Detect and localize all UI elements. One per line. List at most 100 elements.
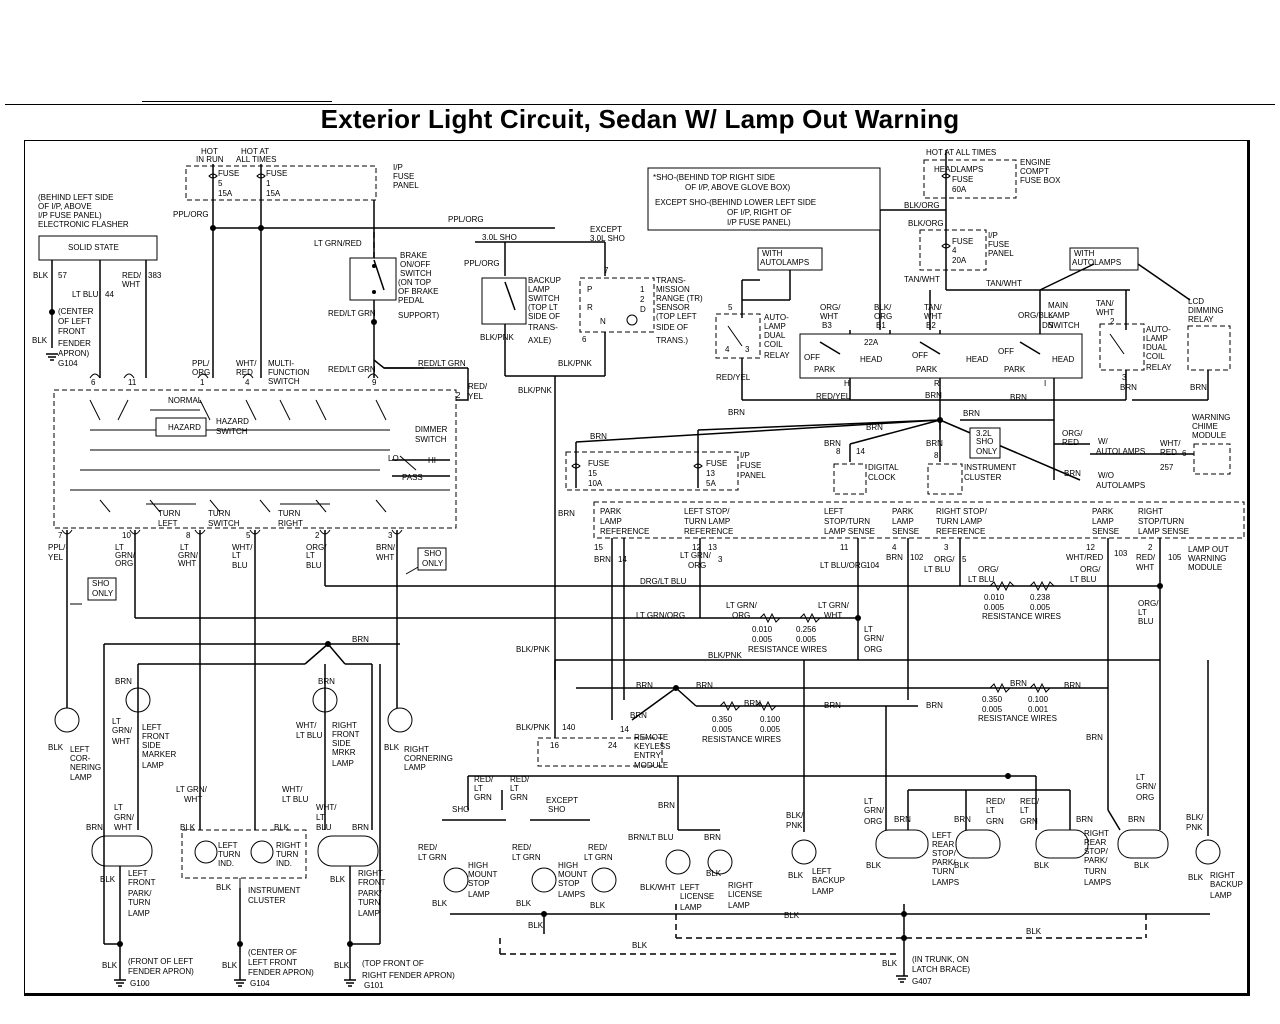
wire-label: LAMP SENSE [824, 527, 875, 536]
wire-label: RED/ [468, 382, 488, 391]
wire-label: 12 [1086, 543, 1095, 552]
wire-label: BRN [1010, 393, 1027, 402]
wire-label: LEFT [158, 519, 178, 528]
wire-label: LT [1138, 608, 1147, 617]
wire-label: BRN [696, 681, 713, 690]
wire-label: BRN [824, 701, 841, 710]
wire-label: MODULE [634, 761, 668, 770]
wire-label: 3 [718, 555, 723, 564]
wire-label: 11 [840, 543, 849, 552]
wire-label: BRN [886, 553, 903, 562]
wire-label: PPL/ORG [464, 259, 500, 268]
wire-label: FENDER [58, 339, 91, 348]
wire-label: BRN [894, 815, 911, 824]
wire-label: BLK [1188, 873, 1204, 882]
wire-label: BRN [824, 439, 841, 448]
wire-label: AUTOLAMPS [1096, 481, 1145, 490]
wire-label: GRN [1020, 817, 1038, 826]
wire-label: LAMP [528, 285, 550, 294]
wire-label: OF I/P, ABOVE [38, 202, 92, 211]
wire-label: LAMP [332, 759, 354, 768]
wire-label: H [844, 379, 850, 388]
wire-label: FUSE [393, 172, 414, 181]
wire-label: BRN/LT BLU [628, 833, 674, 842]
wire-label: I [1044, 379, 1046, 388]
lamp-symbols [54, 687, 1221, 893]
wire-label: GRN/ [112, 726, 133, 735]
wire-label: BLK [882, 959, 898, 968]
wire-label: WHT/ [296, 721, 317, 730]
wire-label: STOP [558, 879, 580, 888]
lamp-out-warning-module [593, 501, 1245, 760]
wire-label: SWITCH [415, 435, 447, 444]
wire-label: 3.2L [976, 429, 992, 438]
wire-label: BLK [274, 823, 290, 832]
wire-label: RED/ [588, 843, 608, 852]
wire-label: STOP/ [1084, 847, 1109, 856]
wire-label: HOT AT ALL TIMES [926, 148, 996, 157]
wire-label: WHT [1096, 308, 1114, 317]
wire-label: ENGINE [1020, 158, 1051, 167]
wire-label: BRN [926, 439, 943, 448]
wire-label: PEDAL [398, 296, 425, 305]
wire-label: BACKUP [812, 876, 845, 885]
wire-label: YEL [468, 392, 484, 401]
wire-label: BLK [706, 869, 722, 878]
wire-label: AUTO- [764, 313, 789, 322]
wire-label: D [640, 305, 646, 314]
wire-label: COIL [764, 340, 783, 349]
wire-label: WHT/ [316, 803, 337, 812]
wire-label: BLU [232, 561, 248, 570]
wire-label: 15 [588, 469, 597, 478]
wire-label: W/O [1098, 471, 1114, 480]
wire-label: 257 [1160, 463, 1174, 472]
wire-label: PANEL [988, 249, 1014, 258]
wire-label: LAMP [1092, 517, 1114, 526]
wire-label: BLK/PNK [516, 645, 550, 654]
wire-label: NERING [70, 763, 101, 772]
wire-label: BLK/PNK [480, 333, 514, 342]
wire-label: ENTRY [634, 751, 662, 760]
wire-label: AUTOLAMPS [1096, 447, 1145, 456]
wire-label: RESISTANCE WIRES [982, 612, 1061, 621]
wire-label: 5 [962, 555, 967, 564]
wire-label: REMOTE [634, 733, 668, 742]
wire-label: LT [474, 784, 483, 793]
wire-label: TURN [358, 898, 380, 907]
wire-label: LT [316, 813, 325, 822]
wire-label: RED/ [1136, 553, 1156, 562]
wire-label: EXCEPT SHO-(BEHIND LOWER LEFT SIDE [655, 198, 816, 207]
wire-label: SENSOR [656, 303, 690, 312]
wire-label: RELAY [1188, 315, 1214, 324]
wire-label: SWITCH [528, 294, 560, 303]
wire-label: LEFT [824, 507, 844, 516]
wire-label: ONLY [92, 589, 114, 598]
wire-label: (TOP FRONT OF [362, 959, 424, 968]
wire-label: ORG/ [820, 303, 841, 312]
wire-label: RED [1062, 438, 1079, 447]
header-rule [5, 104, 1275, 105]
wire-label: LT GRN/ [818, 601, 850, 610]
wire-label: EXCEPT [590, 225, 622, 234]
wire-label: BLK/PNK [518, 386, 552, 395]
wire-label: 0.001 [1028, 705, 1049, 714]
wire-label: LAMPS [1084, 878, 1111, 887]
wire-label: BLK [1034, 861, 1050, 870]
wire-label: 102 [910, 553, 924, 562]
wire-label: LT [306, 551, 315, 560]
wire-label: BLK [516, 899, 532, 908]
wire-label: 10 [122, 531, 131, 540]
wire-label: FUSE BOX [1020, 176, 1061, 185]
wire-label: BRN [926, 701, 943, 710]
wire-label: LAMP [1146, 334, 1168, 343]
wire-label: WHT [112, 737, 130, 746]
wire-label: TURN [278, 509, 300, 518]
header-rule-fragment [142, 101, 332, 102]
wire-label: CLUSTER [964, 473, 1002, 482]
wire-label: BRN [590, 432, 607, 441]
wire-label: PARK [814, 365, 836, 374]
wire-label: 15 [594, 543, 603, 552]
wire-label: 0.010 [752, 625, 773, 634]
wire-label: REFERENCE [684, 527, 733, 536]
